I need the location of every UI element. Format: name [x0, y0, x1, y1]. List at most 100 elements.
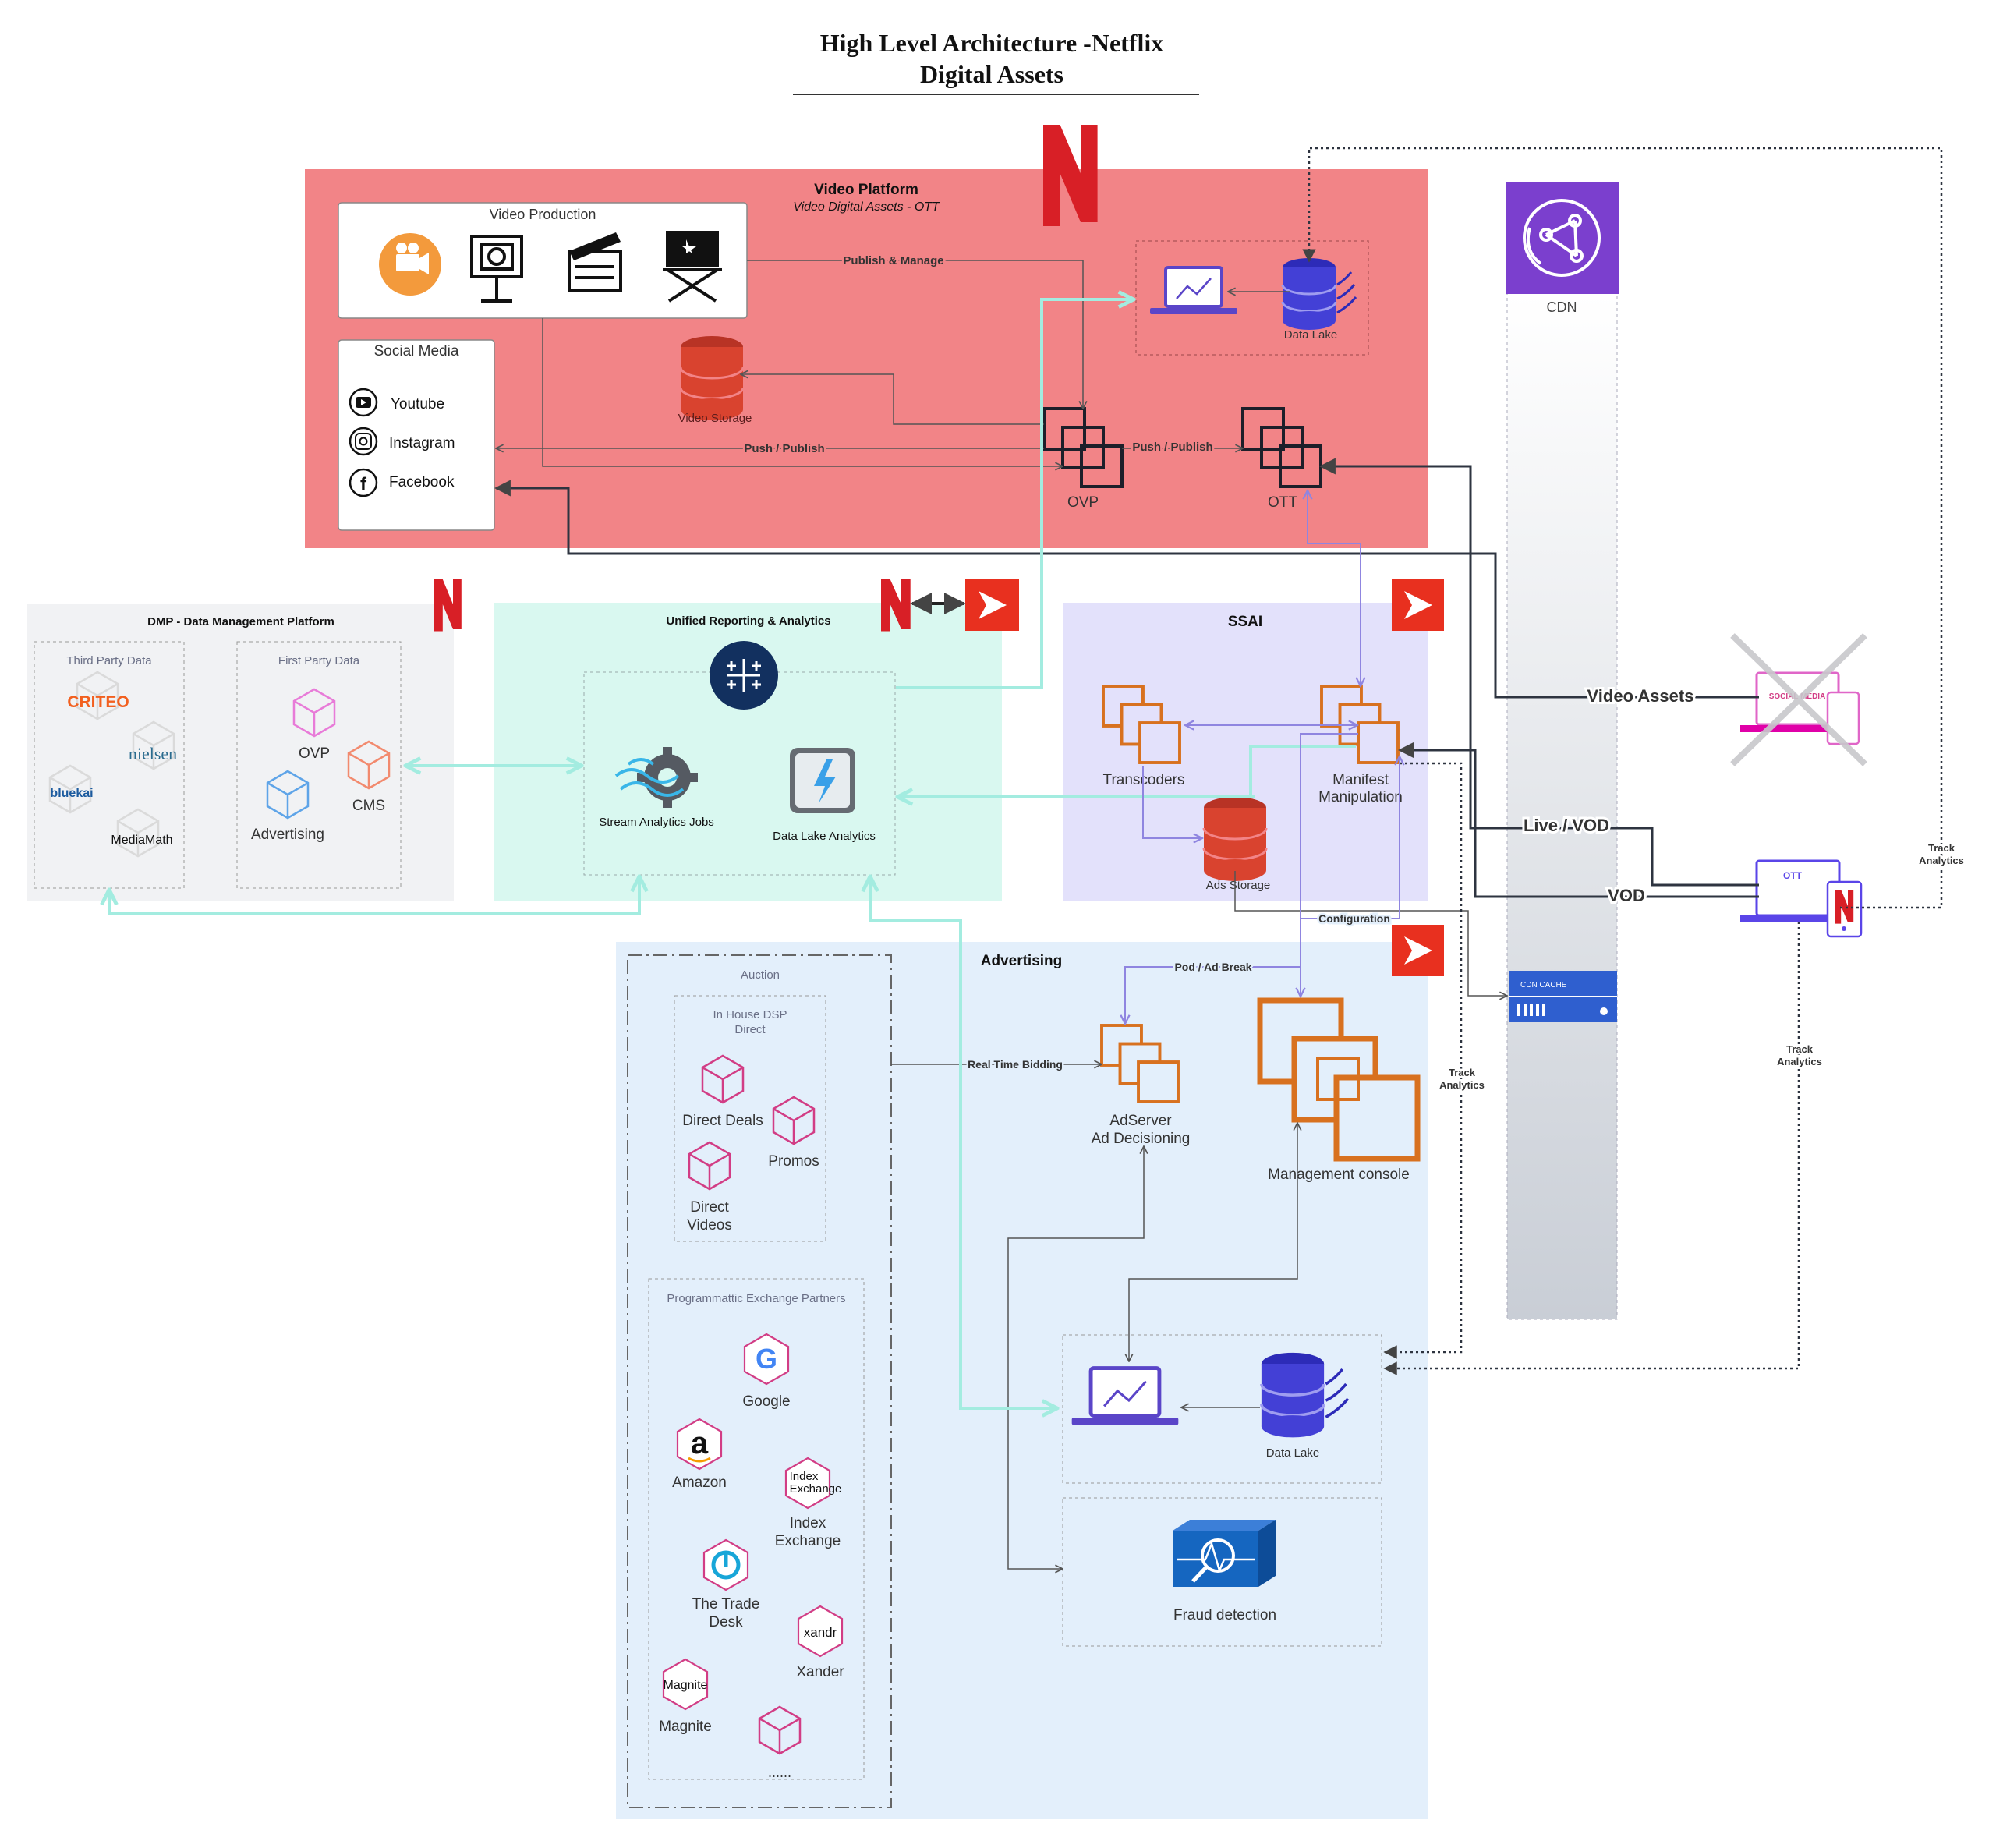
diagram-title-line-1: High Level Architecture -Netflix [820, 29, 1163, 57]
camera-icon [379, 233, 441, 296]
edge-vod: VOD [1608, 886, 1645, 905]
video-storage-label: Video Storage [678, 412, 752, 425]
streaming-logo-ssai [1392, 579, 1444, 631]
programmatic-partners-label: Programmattic Exchange Partners [667, 1292, 845, 1305]
edge-push-publish-1: Push / Publish [744, 442, 824, 455]
fraud-detection-box [1062, 1497, 1382, 1647]
direct-deals-label: Direct Deals [682, 1113, 763, 1129]
data-lake-analytics-label: Data Lake Analytics [773, 830, 876, 843]
svg-text:f: f [360, 474, 367, 495]
google-label: Google [742, 1393, 790, 1410]
director-chair-icon [663, 231, 722, 303]
cdn-cache-server-icon [1517, 1004, 1608, 1016]
video-platform-subtitle: Video Digital Assets - OTT [793, 200, 940, 214]
data-lake-database-icon [1281, 257, 1357, 331]
stream-analytics-label: Stream Analytics Jobs [599, 816, 714, 829]
edge-video-assets: Video Assets [1587, 686, 1694, 706]
programmatic-partners-box [648, 1278, 865, 1780]
clapperboard-icon [568, 232, 622, 292]
dmp-zone [27, 604, 454, 901]
stream-analytics-icon [614, 747, 698, 808]
amazon-label: Amazon [672, 1475, 727, 1491]
first-party-cms: CMS [352, 798, 385, 814]
first-party-data-box [236, 641, 402, 889]
management-console-label: Management console [1268, 1167, 1410, 1183]
edge-live-vod: Live / VOD [1524, 816, 1609, 835]
xander-label: Xander [796, 1664, 844, 1680]
manifest-label-2: Manipulation [1318, 789, 1403, 805]
magnite-label: Magnite [659, 1719, 712, 1735]
trade-desk-label-2: Desk [709, 1614, 743, 1630]
advertising-data-lake-box [1062, 1334, 1382, 1484]
ovp-label: OVP [1067, 494, 1099, 511]
cdn-cache-label: CDN CACHE [1520, 981, 1567, 989]
index-exchange-logo-1: Index [790, 1470, 819, 1483]
data-lake-label-top: Data Lake [1284, 328, 1337, 342]
edge-labels: Publish & Manage Push / Publish Push / P… [742, 253, 1966, 1093]
in-house-dsp-label-2: Direct [734, 1023, 766, 1036]
promos-label: Promos [768, 1153, 819, 1170]
social-item-youtube: Youtube [391, 396, 444, 412]
ads-storage-database-icon [1202, 795, 1268, 883]
facebook-icon: f [349, 468, 378, 497]
mediamath-logo: MediaMath [111, 834, 172, 847]
direct-videos-label-2: Videos [687, 1217, 732, 1234]
fraud-detection-label: Fraud detection [1173, 1607, 1276, 1623]
index-exchange-label-2: Exchange [775, 1533, 841, 1549]
studio-light-icon [470, 235, 523, 303]
social-media-title: Social Media [374, 343, 459, 359]
crossed-out-icon [1730, 633, 1867, 766]
cdn-globe-icon [1523, 199, 1601, 277]
ott-device-icon: OTT [1740, 859, 1863, 938]
advertising-title: Advertising [981, 953, 1063, 969]
edge-configuration: Configuration [1318, 912, 1390, 925]
youtube-icon [349, 388, 378, 417]
first-party-ovp: OVP [299, 745, 330, 762]
criteo-logo: CRITEO [67, 693, 129, 711]
advertising-data-lake-icon [1260, 1351, 1350, 1439]
amazon-hex-icon: a [676, 1418, 723, 1471]
cdn-column [1506, 292, 1618, 1320]
ott-device-screen-label: OTT [1783, 870, 1803, 881]
in-house-dsp-label-1: In House DSP [713, 1008, 787, 1021]
video-platform-title: Video Platform [814, 182, 918, 198]
tableau-icon [710, 641, 778, 710]
direct-videos-label-1: Direct [690, 1199, 729, 1216]
edge-push-publish-2: Push / Publish [1132, 441, 1212, 454]
auction-label: Auction [741, 968, 780, 982]
ads-storage-label: Ads Storage [1206, 879, 1271, 892]
magnite-logo: Magnite [664, 1679, 708, 1692]
instagram-icon [349, 427, 378, 456]
dmp-title: DMP - Data Management Platform [147, 615, 334, 628]
video-production-label: Video Production [490, 207, 596, 222]
trade-desk-label-1: The Trade [692, 1596, 760, 1613]
manifest-label-1: Manifest [1332, 772, 1389, 788]
social-item-facebook: Facebook [389, 474, 455, 490]
google-hex-icon: G [743, 1333, 790, 1386]
edge-pod-ad-break: Pod / Ad Break [1174, 961, 1251, 973]
third-party-data-label: Third Party Data [66, 654, 152, 667]
adserver-label-2: Ad Decisioning [1092, 1131, 1191, 1147]
streaming-logo-reporting [965, 579, 1019, 631]
first-party-advertising: Advertising [251, 827, 324, 843]
management-console-icon [1257, 997, 1421, 1162]
trade-desk-hex-icon [702, 1538, 749, 1591]
edge-publish-manage: Publish & Manage [843, 254, 943, 267]
fraud-detection-icon [1173, 1520, 1276, 1587]
xandr-logo: xandr [804, 1625, 837, 1640]
edge-real-time-bidding: Real Time Bidding [968, 1058, 1063, 1071]
cdn-label: CDN [1547, 299, 1577, 315]
ott-label: OTT [1268, 494, 1297, 511]
streaming-logo-advertising [1392, 925, 1444, 976]
video-storage-database-icon [679, 335, 745, 422]
svg-text:G: G [756, 1343, 777, 1375]
ssai-title: SSAI [1228, 614, 1262, 630]
diagram-title-line-2: Digital Assets [920, 60, 1063, 88]
in-house-dsp-box [674, 995, 826, 1242]
unified-reporting-title: Unified Reporting & Analytics [666, 614, 830, 628]
adserver-label-1: AdServer [1109, 1113, 1172, 1129]
